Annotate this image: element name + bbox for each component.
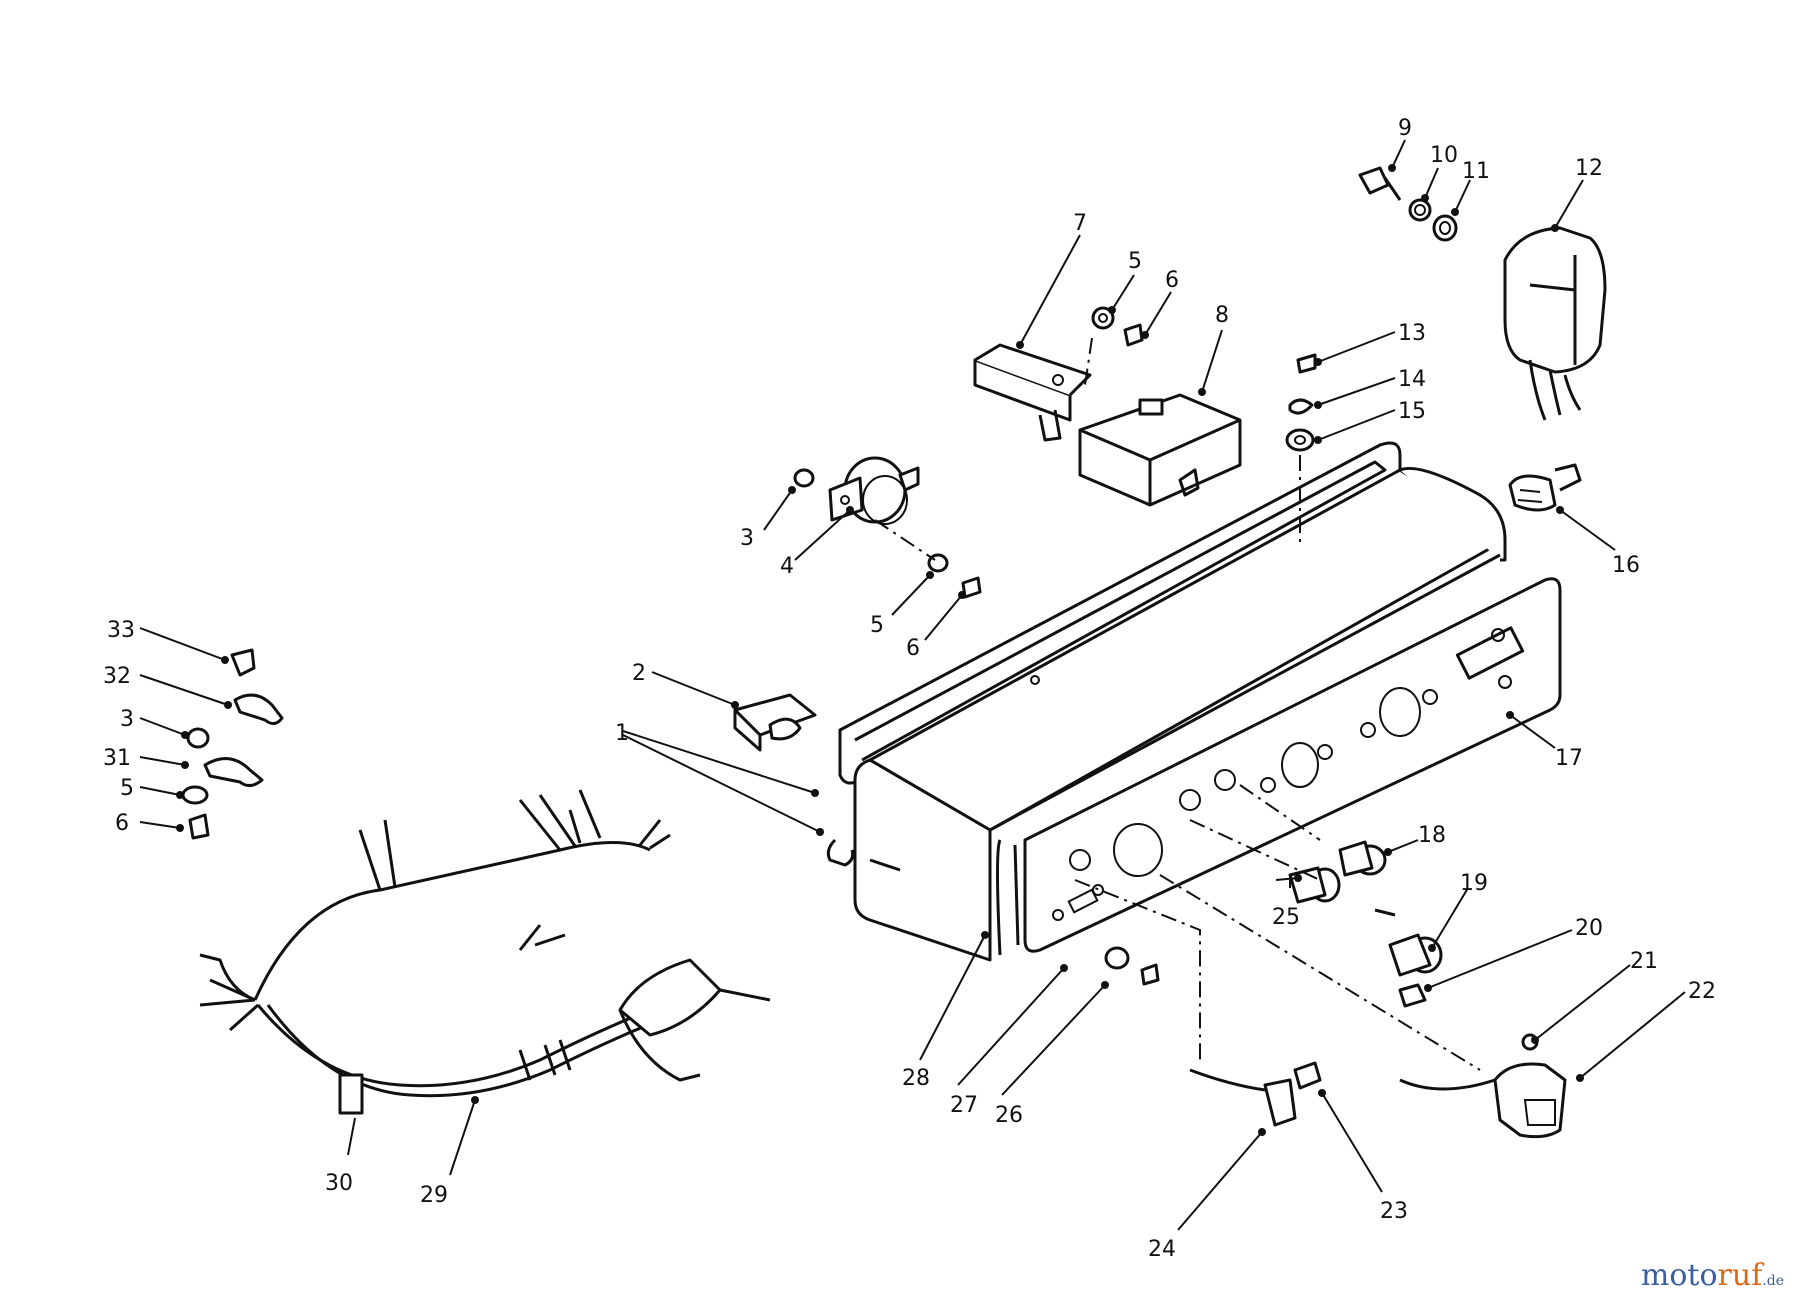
callout-16: 16 [1612, 553, 1640, 578]
callout-22: 22 [1688, 979, 1716, 1004]
callout-29: 29 [420, 1183, 448, 1208]
callout-14: 14 [1398, 367, 1426, 392]
callout-5a: 5 [870, 613, 884, 638]
callout-8: 8 [1215, 303, 1229, 328]
mounting-bracket [973, 343, 1092, 442]
callout-18: 18 [1418, 823, 1446, 848]
callout-1: 1 [615, 721, 629, 746]
ignition-coil [793, 456, 920, 525]
callout-3: 3 [740, 526, 754, 551]
callout-24: 24 [1148, 1237, 1176, 1262]
callout-28: 28 [902, 1066, 930, 1091]
callout-32: 32 [103, 664, 131, 689]
callout-27: 27 [950, 1093, 978, 1118]
left-hardware [181, 648, 284, 840]
small-hardware [927, 166, 1458, 986]
callout-2: 2 [632, 661, 646, 686]
callout-11: 11 [1462, 159, 1490, 184]
callout-6a: 6 [906, 636, 920, 661]
leader-lines [139, 139, 1686, 1231]
callout-30: 30 [325, 1171, 353, 1196]
callout-7: 7 [1073, 211, 1087, 236]
callout-21: 21 [1630, 949, 1658, 974]
callout-3b: 3 [120, 707, 134, 732]
callout-20: 20 [1575, 916, 1603, 941]
callout-labels: 1 2 3 4 5 6 7 5 6 8 9 10 11 12 13 14 15 … [103, 116, 1716, 1262]
callout-13: 13 [1398, 321, 1426, 346]
rubber-cover [1503, 226, 1607, 421]
switch-part [733, 693, 817, 752]
watermark-part2: ruf [1717, 1258, 1763, 1293]
front-panel [1013, 577, 1562, 953]
watermark-part1: moto [1640, 1258, 1718, 1293]
callout-5b: 5 [1128, 249, 1142, 274]
callout-6b: 6 [1165, 268, 1179, 293]
callout-25: 25 [1272, 905, 1300, 930]
callout-17: 17 [1555, 746, 1583, 771]
control-module [1078, 393, 1242, 507]
callout-12: 12 [1575, 156, 1603, 181]
callout-4: 4 [780, 554, 794, 579]
callout-26: 26 [995, 1103, 1023, 1128]
callout-31: 31 [103, 746, 131, 771]
callout-15: 15 [1398, 399, 1426, 424]
callout-9: 9 [1398, 116, 1412, 141]
callout-10: 10 [1430, 143, 1458, 168]
assembly-lines [874, 337, 1481, 1071]
callout-5c: 5 [120, 776, 134, 801]
control-box-housing [838, 441, 1507, 962]
callout-23: 23 [1380, 1199, 1408, 1224]
plug-fitting [1508, 463, 1582, 512]
wire-harness [199, 789, 771, 1115]
callout-6c: 6 [115, 811, 129, 836]
panel-components [1189, 840, 1567, 1139]
callout-33: 33 [107, 618, 135, 643]
callout-19: 19 [1460, 871, 1488, 896]
watermark-logo: motoruf.de [1641, 1258, 1784, 1293]
gasket-strips [826, 838, 901, 872]
watermark-part3: .de [1762, 1273, 1784, 1289]
